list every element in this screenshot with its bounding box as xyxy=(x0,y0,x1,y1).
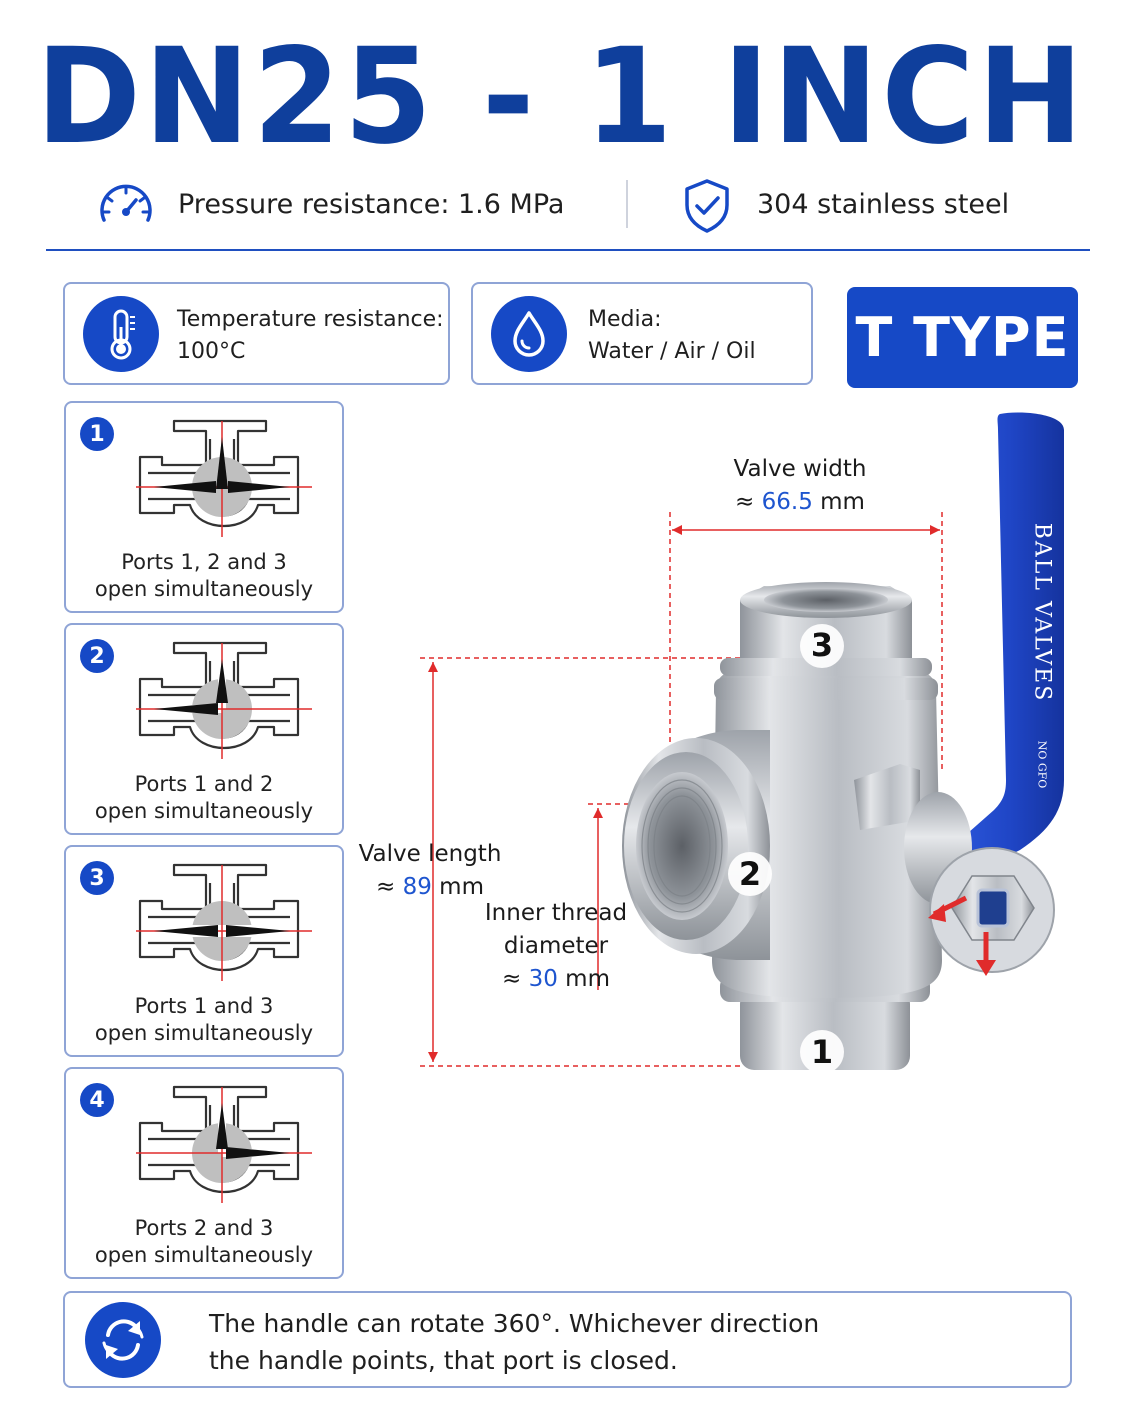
mode-card-4: 4 Ports 2 and 3 open simultaneously xyxy=(64,1067,344,1279)
rotation-note-box: The handle can rotate 360°. Whichever di… xyxy=(63,1291,1072,1388)
rotate-icon xyxy=(85,1302,161,1378)
flow-diagram-icon xyxy=(134,417,314,549)
port-label-3: 3 xyxy=(810,626,834,664)
flow-diagram-icon xyxy=(134,639,314,771)
flow-diagram-icon xyxy=(134,1083,314,1215)
rotation-note-line2: the handle points, that port is closed. xyxy=(209,1346,678,1375)
thread-diameter-label: Inner thread diameter ≈ 30 mm xyxy=(484,900,628,992)
page-title: DN25 - 1 INCH xyxy=(35,20,1087,174)
media-label: Media: xyxy=(588,307,662,332)
mode-caption: Ports 2 and 3 open simultaneously xyxy=(94,1216,314,1267)
gauge-icon xyxy=(96,178,156,238)
type-badge: T TYPE xyxy=(847,287,1078,388)
mode-number: 2 xyxy=(80,639,114,673)
water-drop-icon xyxy=(491,296,567,372)
pressure-spec: Pressure resistance: 1.6 MPa xyxy=(178,189,565,220)
material-spec: 304 stainless steel xyxy=(757,189,1010,220)
media-box: Media: Water / Air / Oil xyxy=(471,282,813,385)
shield-check-icon xyxy=(682,178,732,238)
mode-caption: Ports 1 and 2 open simultaneously xyxy=(94,772,314,823)
handle-small-text: NO GFO xyxy=(1035,740,1049,789)
valve-length-label: Valve length ≈ 89 mm xyxy=(358,841,502,900)
valve-width-label: Valve width ≈ 66.5 mm xyxy=(733,456,867,515)
media-value: Water / Air / Oil xyxy=(588,339,756,364)
mode-card-2: 2 Ports 1 and 2 open simultaneously xyxy=(64,623,344,835)
handle-text: BALL VALVES xyxy=(1029,522,1055,703)
port-label-2: 2 xyxy=(738,855,762,893)
mode-number: 4 xyxy=(80,1083,114,1117)
temperature-box: Temperature resistance: 100°C xyxy=(63,282,450,385)
flow-diagram-icon xyxy=(134,861,314,993)
mode-caption: Ports 1 and 3 open simultaneously xyxy=(94,994,314,1045)
port-label-1: 1 xyxy=(810,1033,834,1071)
temperature-value: 100°C xyxy=(177,339,246,364)
mode-caption: Ports 1, 2 and 3 open simultaneously xyxy=(94,550,314,601)
mode-card-1: 1 Ports 1, 2 and 3 open simultaneously xyxy=(64,401,344,613)
mode-number: 1 xyxy=(80,417,114,451)
rotation-note-line1: The handle can rotate 360°. Whichever di… xyxy=(209,1309,820,1338)
spec-divider xyxy=(626,180,628,228)
header-rule xyxy=(46,249,1090,251)
thermometer-icon xyxy=(83,296,159,372)
temperature-label: Temperature resistance: xyxy=(177,307,444,332)
valve-illustration xyxy=(360,400,1080,1084)
mode-number: 3 xyxy=(80,861,114,895)
mode-card-3: 3 Ports 1 and 3 open simultaneously xyxy=(64,845,344,1057)
